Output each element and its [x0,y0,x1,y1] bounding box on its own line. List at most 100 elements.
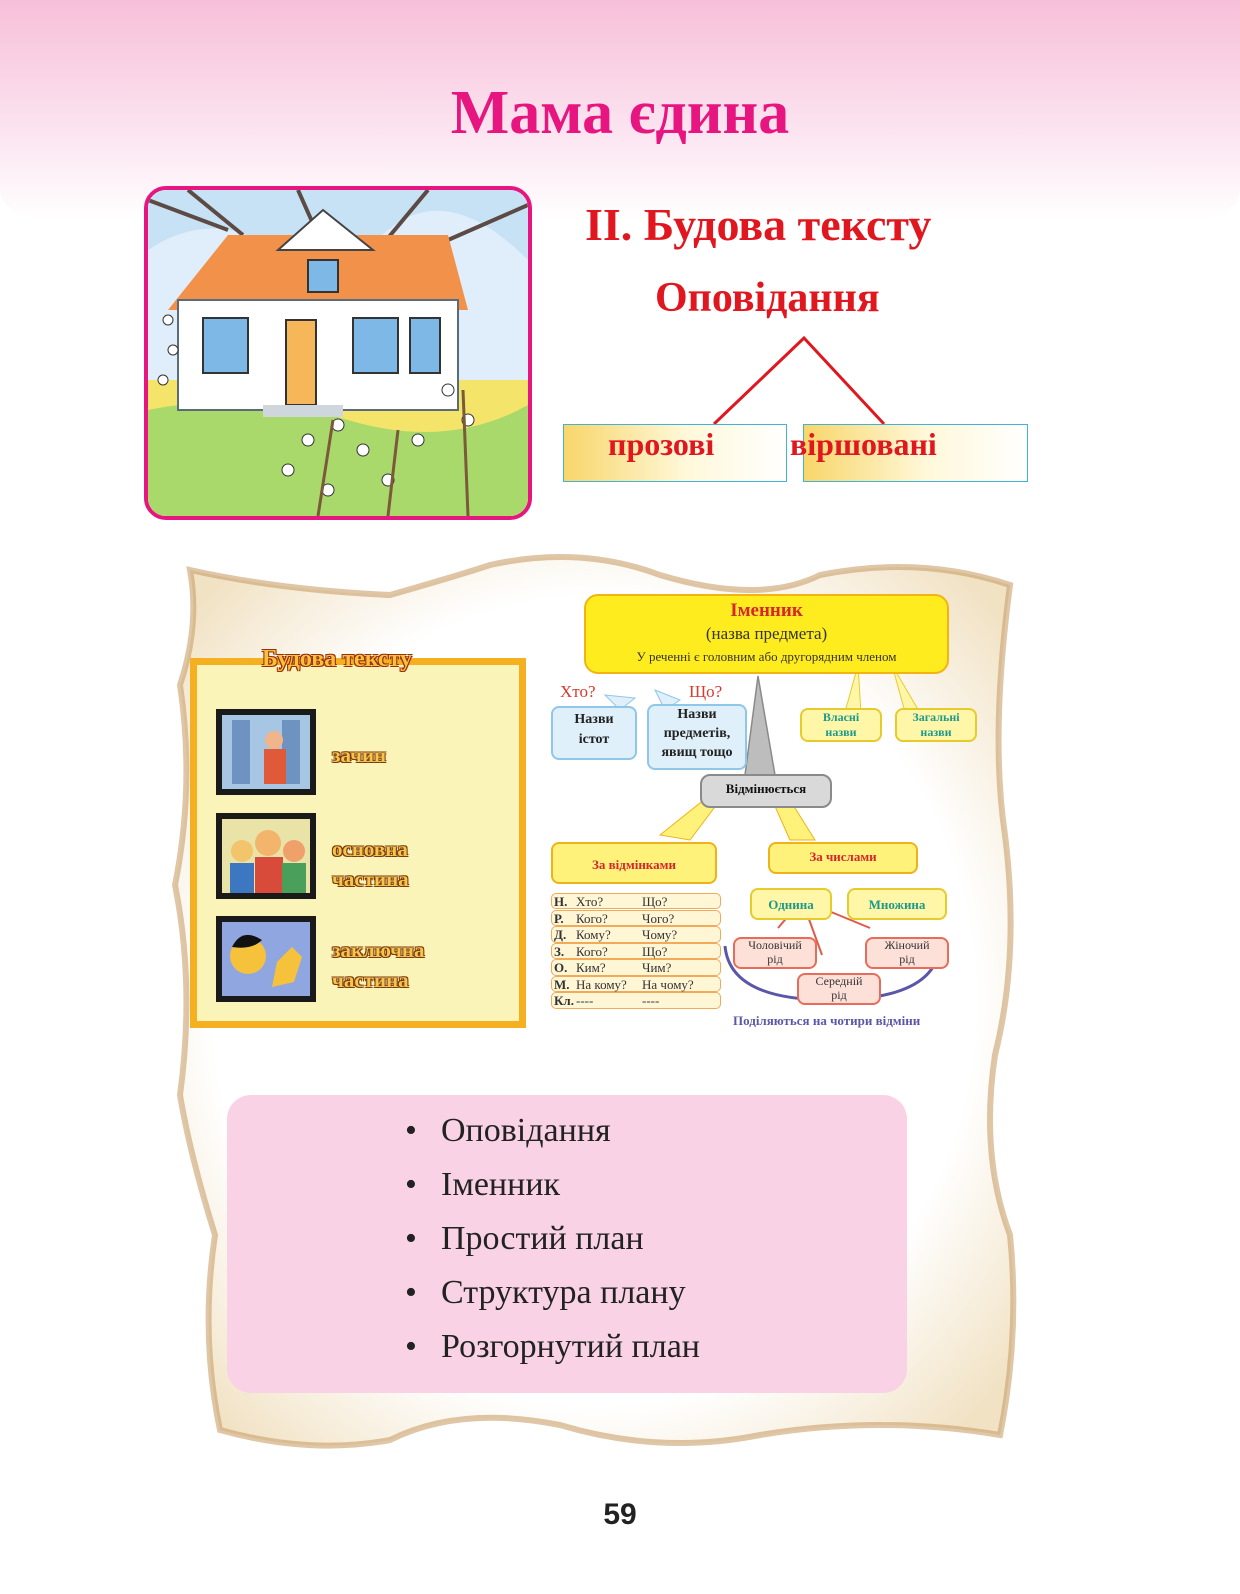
bullet: • [405,1166,417,1203]
case-q-inanimate: Чому? [642,927,678,943]
case-q-animate: Кого? [576,910,608,926]
section-subtitle: Оповідання [655,275,880,321]
proper-line-1: Власні [822,710,860,724]
case-abbr: Р. [554,910,564,926]
inanimate-line-2: предметів, [663,726,731,741]
proper-bubble [800,708,882,742]
masculine-line-1: Чоловічий [748,938,802,952]
inanimate-line-1: Назви [677,707,717,722]
common-bubble [895,708,977,742]
main-part-thumbnail [216,813,316,899]
case-abbr: М. [554,976,570,992]
question-what: Що? [689,682,723,701]
case-abbr: О. [554,960,568,976]
text-structure-title: Будова тексту [262,646,413,672]
story-type-connector [712,335,886,426]
topic-item: • Оповідання [405,1112,611,1150]
bullet: • [405,1274,417,1311]
house-illustration [144,186,532,520]
topic-item: • Іменник [405,1166,560,1204]
animate-bubble [551,706,637,760]
topic-label: Структура плану [441,1274,686,1311]
case-abbr: Н. [554,894,568,909]
case-q-animate: На кому? [576,976,627,992]
waving-people-picture [222,922,310,996]
page-number: 59 [603,1498,637,1531]
topics-box [227,1095,907,1393]
cases-table: Н. Хто? Що? Р. Кого? Чого? Д. Кому? Чому? З. Ко… [551,893,721,1009]
case-row: Кл.-------- [551,992,721,1009]
singular-box [750,888,832,920]
noun-title: Іменник [730,600,803,621]
case-row: З. Кого? Що? [551,942,721,960]
case-abbr: Д. [554,927,567,943]
singular-label: Однина [768,897,814,912]
case-q-animate: Ким? [576,960,606,976]
case-row: М. На кому? На чому? [551,975,721,993]
proper-line-2: назви [825,725,857,739]
case-q-inanimate: Що? [642,943,668,959]
declines-box [700,774,832,808]
case-q-inanimate: Чого? [642,910,675,926]
topic-label: Розгорнутий план [441,1328,700,1365]
case-abbr: З. [554,943,565,959]
plural-box [847,888,947,920]
topic-label: Простий план [441,1220,644,1257]
feminine-line-2: рід [899,952,915,966]
case-abbr: Кл. [554,993,574,1009]
door-picture [222,715,310,789]
case-q-animate: Хто? [576,894,604,909]
case-q-inanimate: Чим? [642,960,672,976]
case-q-inanimate: Що? [642,894,668,909]
topic-item: • Структура плану [405,1274,686,1312]
bullet: • [405,1328,417,1365]
inanimate-line-3: явищ тощо [661,745,733,760]
common-line-1: Загальні [912,710,960,724]
declines-label: Відмінюється [725,781,807,796]
feminine-line-1: Жіночий [884,938,930,952]
by-cases-label: За відмінками [592,857,676,872]
feminine-box [865,937,949,969]
case-row: Д. Кому? Чому? [551,926,721,943]
neuter-box [797,973,881,1005]
bullet: • [405,1220,417,1257]
topic-item: • Розгорнутий план [405,1328,700,1366]
prose-box [563,424,787,482]
common-line-2: назви [920,725,952,739]
noun-box [584,594,949,674]
case-q-animate: ---- [576,993,594,1009]
verse-box [803,424,1028,482]
topic-label: Оповідання [441,1112,611,1149]
neuter-line-2: рід [831,988,847,1002]
case-row: Н. Хто? Що? [551,893,721,910]
case-row: Р. Кого? Чого? [551,909,721,926]
inanimate-bubble [647,704,747,770]
noun-subtitle: (назва предмета) [705,624,828,643]
case-q-animate: Кого? [576,943,608,959]
bullet: • [405,1112,417,1149]
case-q-inanimate: На чому? [642,976,694,992]
question-who: Хто? [560,682,596,701]
masculine-line-2: рід [767,952,783,966]
topic-item: • Простий план [405,1220,644,1258]
case-q-inanimate: ---- [642,993,660,1009]
prose-label: прозові [608,426,715,462]
by-numbers-box [768,842,918,874]
masculine-box [733,937,817,969]
main-part-label-1: основна [332,837,408,861]
conclusion-label-2: частина [332,968,409,992]
conclusion-thumbnail [216,916,316,1002]
conclusion-label-1: заключна [332,938,425,962]
intro-label: зачин [332,743,387,767]
case-q-animate: Кому? [576,927,611,943]
by-cases-box [551,842,717,884]
topic-label: Іменник [441,1166,561,1203]
neuter-line-1: Середній [815,974,863,988]
by-numbers-label: За числами [809,849,877,864]
plural-label: Множина [868,897,926,912]
children-picture [222,819,310,893]
animate-line-1: Назви [574,712,614,727]
main-part-label-2: частина [332,867,409,891]
house-picture [148,190,528,516]
page-title: Мама єдина [450,79,790,147]
